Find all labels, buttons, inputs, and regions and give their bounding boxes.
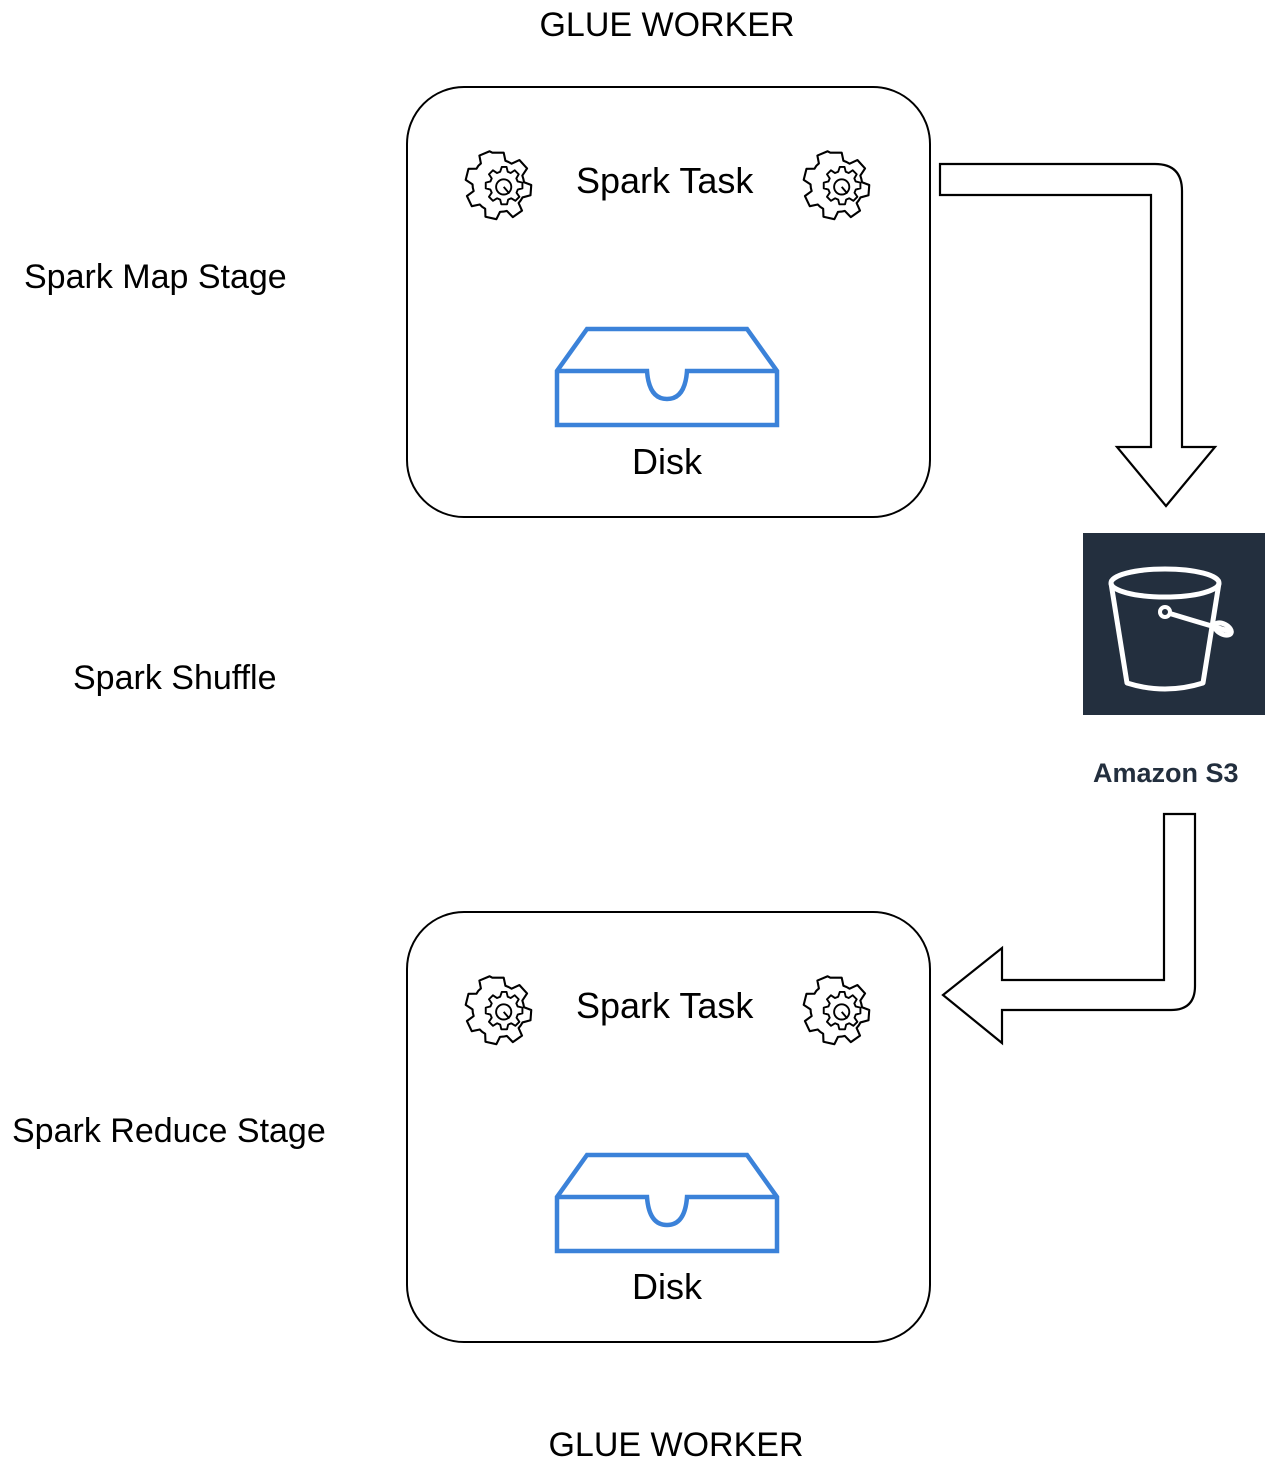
bottom-worker-title: GLUE WORKER	[548, 1426, 804, 1464]
gear-icon	[802, 975, 871, 1046]
top-worker-box: Spark Task Disk	[406, 86, 931, 518]
bottom-task-label: Spark Task	[576, 985, 754, 1026]
top-disk-label: Disk	[632, 441, 702, 482]
gear-icon	[464, 975, 533, 1046]
s3-label: Amazon S3	[1093, 758, 1239, 788]
map-to-s3-arrow	[938, 162, 1218, 508]
disk-tray-icon	[557, 1155, 777, 1251]
top-worker-title: GLUE WORKER	[539, 6, 795, 44]
bottom-disk-label: Disk	[632, 1266, 702, 1307]
disk-tray-icon	[557, 329, 777, 425]
gear-icon	[464, 150, 533, 221]
s3-to-reduce-arrow	[941, 812, 1197, 1046]
top-task-label: Spark Task	[576, 160, 754, 201]
s3-tile	[1083, 533, 1265, 715]
map-stage-label: Spark Map Stage	[24, 258, 287, 296]
s3-bucket-icon	[1108, 566, 1234, 692]
reduce-stage-label: Spark Reduce Stage	[12, 1112, 326, 1150]
shuffle-stage-label: Spark Shuffle	[73, 659, 277, 697]
gear-icon	[802, 150, 871, 221]
